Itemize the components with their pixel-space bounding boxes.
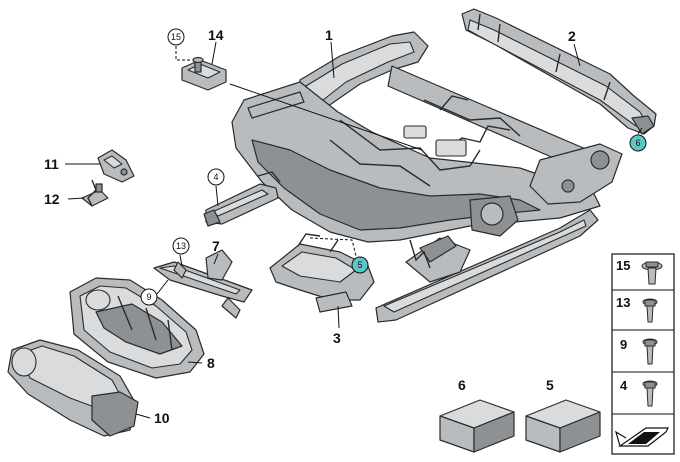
part-4-rail [203, 171, 281, 227]
part-11-bracket [97, 149, 135, 183]
box-6: 6 [439, 377, 515, 453]
bolt-icon [642, 338, 658, 365]
callout-15: 15 [171, 32, 181, 42]
panel-label-13: 13 [616, 295, 630, 310]
callout-circle-9 [140, 288, 158, 306]
flange-bolt-icon [641, 261, 663, 285]
arrow-next-icon[interactable] [615, 427, 669, 447]
callout-13: 13 [176, 241, 186, 251]
callout-6: 6 [635, 138, 640, 148]
callout-11: 11 [44, 156, 59, 172]
callout-circle-4 [207, 168, 225, 186]
box-5: 5 [525, 377, 601, 453]
callout-circle-15 [167, 28, 185, 46]
box-6-label: 6 [458, 377, 466, 393]
part-8-housing [69, 277, 205, 379]
part-3-bracket [269, 233, 375, 313]
callout-1: 1 [325, 27, 333, 43]
callouts: 1 2 3 7 8 10 11 12 14 4 5 6 9 13 15 [44, 27, 647, 426]
callout-circle-5 [351, 256, 369, 274]
leader-lines [65, 41, 643, 419]
panel-label-4: 4 [620, 378, 628, 393]
callout-5: 5 [357, 260, 362, 270]
callout-14: 14 [208, 27, 224, 43]
panel-label-15: 15 [616, 258, 630, 273]
callout-4: 4 [213, 172, 218, 182]
part-1-lower-rails [375, 209, 599, 323]
callout-2: 2 [568, 28, 576, 44]
callout-12: 12 [44, 191, 60, 207]
short-bolt-icon [642, 380, 658, 407]
callout-3: 3 [333, 330, 341, 346]
part-14-bracket [181, 56, 227, 91]
part-7-bracket [153, 249, 253, 319]
hardware-panel: 15 13 9 4 [611, 253, 675, 455]
callout-9: 9 [146, 292, 151, 302]
panel-label-9: 9 [620, 337, 627, 352]
part-2-seat-rail [461, 8, 657, 135]
part-12-clip [81, 179, 109, 207]
callout-circle-13 [172, 237, 190, 255]
screw-icon [642, 298, 658, 323]
box-5-label: 5 [546, 377, 554, 393]
part-1-seat-frame [231, 31, 623, 243]
callout-10: 10 [154, 410, 170, 426]
part-10-cover [7, 339, 139, 437]
callout-7: 7 [212, 238, 220, 254]
callout-8: 8 [207, 355, 215, 371]
callout-circle-6 [629, 134, 647, 152]
